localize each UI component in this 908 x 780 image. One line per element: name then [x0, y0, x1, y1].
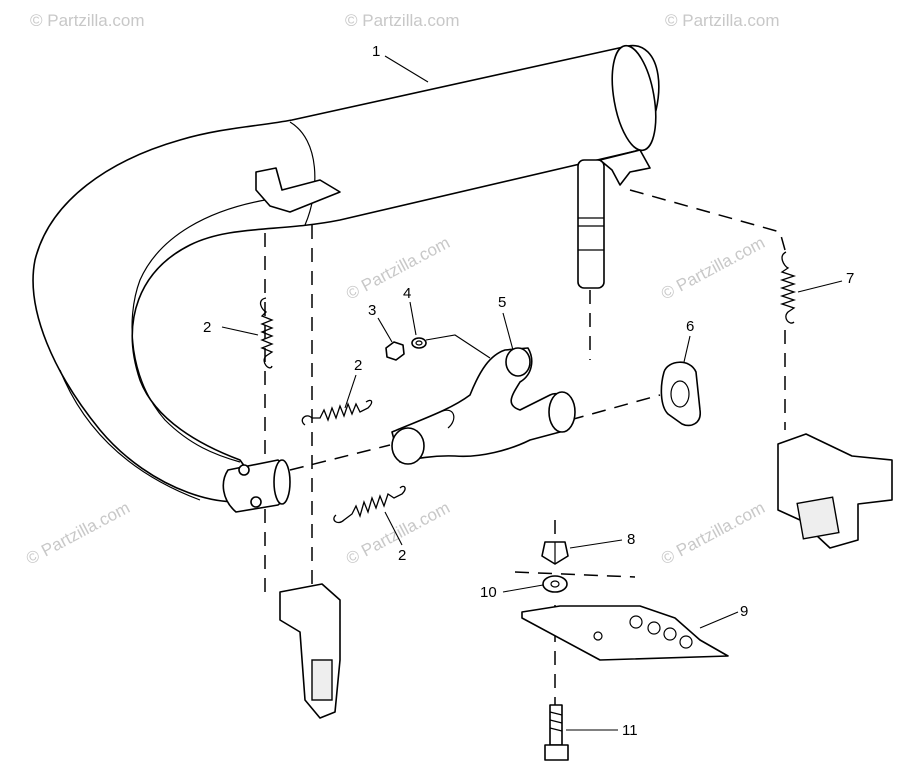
dash-right-to-spring: [629, 189, 786, 251]
callout-5: 5: [498, 294, 506, 311]
y-manifold-flange-upper: [505, 347, 531, 377]
muffler-seam: [289, 121, 316, 226]
callout-6: 6: [686, 318, 694, 335]
springs: [259, 251, 797, 524]
washer-4-hole: [415, 340, 423, 346]
callout-9: 9: [740, 603, 748, 620]
gasket: [660, 361, 701, 427]
leader-6: [683, 335, 691, 363]
bolt-thread-1: [549, 711, 563, 716]
pipe-inlet-opening: [273, 459, 291, 505]
dash-washer-horizontal: [514, 571, 636, 578]
callout-2b: 2: [354, 357, 362, 374]
y-manifold-body: [391, 347, 574, 463]
callout-leaders: [221, 55, 843, 731]
y-manifold-detail: [439, 409, 455, 429]
leader-2b: [344, 374, 357, 409]
gasket-6: [660, 361, 701, 427]
bolt-thread-2: [549, 719, 563, 724]
muffler-front-bracket: [255, 167, 341, 213]
exhaust-pipe-body: [32, 44, 660, 503]
leader-4: [409, 301, 417, 336]
gasket-6-hole: [670, 380, 690, 408]
dash-yboot-to-gasket: [569, 394, 661, 421]
y-manifold-flange-lower: [548, 391, 576, 433]
spring-2-middle: [301, 399, 373, 426]
pipe-inlet-spring-hook-1: [238, 464, 250, 476]
nut-3: [385, 341, 405, 361]
plate-hole-4: [679, 635, 693, 649]
plate-hole-3: [663, 627, 677, 641]
watermark-bottom-left: © Partzilla.com: [23, 498, 133, 569]
y-manifold: [391, 347, 576, 465]
callout-7: 7: [846, 270, 854, 287]
y-manifold-outlet: [391, 427, 425, 465]
spring-2-vertical: [259, 297, 274, 369]
callout-8: 8: [627, 531, 635, 548]
muffler-end-cap: [611, 44, 657, 152]
leader-2a: [221, 326, 259, 336]
bolt-11-shank: [549, 704, 563, 746]
stinger-pipe: [577, 159, 605, 289]
left-mount-bracket-plate: [311, 659, 333, 701]
bolt-11-head: [544, 744, 569, 761]
washer-4: [411, 337, 427, 349]
callout-11: 11: [622, 722, 638, 739]
plate-hole-5: [593, 631, 603, 641]
callout-1: 1: [372, 43, 380, 60]
watermark-top-center: © Partzilla.com: [345, 11, 460, 30]
right-mount-bracket-plate: [796, 496, 840, 540]
washer-to-yboot-line: [425, 334, 491, 359]
washer-10: [542, 575, 568, 593]
leader-10: [502, 584, 544, 593]
mount-brackets: [279, 433, 893, 719]
pipe-outer-line: [59, 369, 201, 501]
leader-7: [797, 280, 843, 293]
washer-10-hole: [550, 580, 560, 588]
callout-2a: 2: [203, 319, 211, 336]
mounting-hardware: [521, 541, 729, 761]
callout-10: 10: [480, 584, 497, 601]
plate-hole-2: [647, 621, 661, 635]
callout-3: 3: [368, 302, 376, 319]
pipe-inlet-spring-hook-2: [250, 496, 262, 508]
skid-plate-9: [521, 605, 729, 661]
leader-3: [377, 317, 393, 343]
leader-9: [699, 611, 739, 629]
muffler-rear-bracket: [599, 149, 651, 186]
watermark-bottom-right: © Partzilla.com: [658, 498, 768, 569]
callout-labels: 1 2 2 2 3 4 5 6 7 8 9 10 11: [203, 43, 854, 739]
leader-8: [569, 539, 623, 549]
dash-pipe-to-yboot: [289, 444, 391, 471]
plate-hole-1: [629, 615, 643, 629]
bolt-thread-3: [549, 727, 563, 732]
muffler-assembly: [32, 44, 660, 513]
leader-5: [502, 312, 514, 351]
small-hardware: [385, 334, 491, 361]
callout-2c: 2: [398, 547, 406, 564]
leader-2c: [384, 511, 403, 546]
watermark-top-left: © Partzilla.com: [30, 11, 145, 30]
assembly-lines: [264, 189, 786, 705]
watermark-right-rotated: © Partzilla.com: [658, 233, 768, 304]
watermark-center-rotated: © Partzilla.com: [343, 233, 453, 304]
callout-4: 4: [403, 285, 411, 302]
pipe-inner-line: [131, 199, 266, 463]
watermark-top-right: © Partzilla.com: [665, 11, 780, 30]
spring-2-lower: [333, 485, 406, 524]
spring-7: [779, 251, 797, 324]
leader-1: [384, 55, 429, 83]
